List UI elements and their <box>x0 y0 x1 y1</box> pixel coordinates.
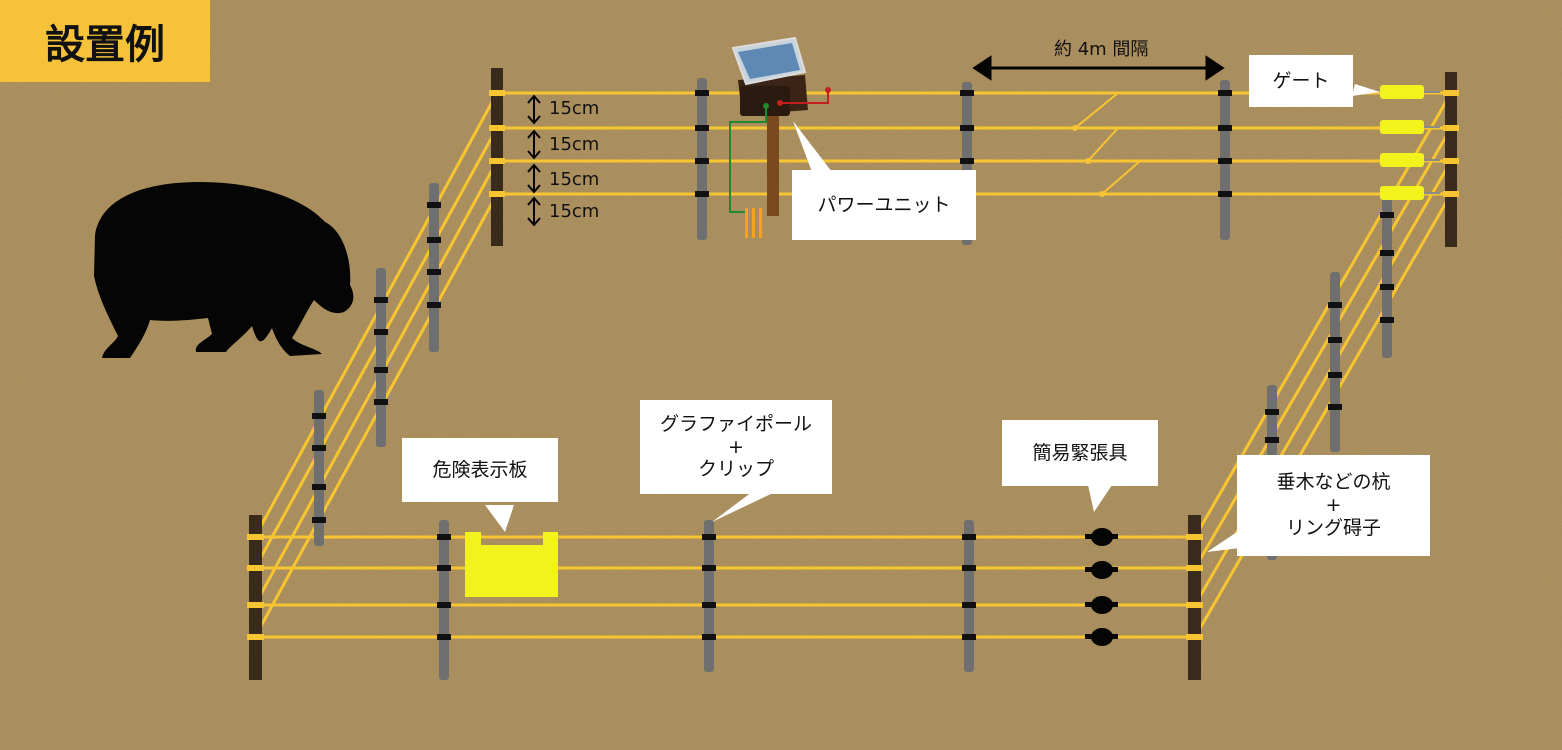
callout-danger-sign-text: 危険表示板 <box>432 458 528 481</box>
pole-clip <box>960 158 974 164</box>
pole-clip <box>427 302 441 308</box>
callout-power-unit: パワーユニット <box>792 170 976 240</box>
pole-clip <box>1328 404 1342 410</box>
page-title: 設置例 <box>0 0 210 82</box>
wire-spacing-label-3: 15cm <box>549 169 600 190</box>
wood-posts <box>247 68 1459 680</box>
pole-clip <box>374 399 388 405</box>
graphite-pole-8 <box>376 268 386 447</box>
callout-graphite-pole: グラファイポール + クリップ <box>640 400 832 494</box>
callout-danger-sign: 危険表示板 <box>402 438 558 502</box>
graphite-pole-4 <box>439 520 449 680</box>
pole-clip <box>695 90 709 96</box>
pole-clip <box>1328 372 1342 378</box>
callout-tensioner-text: 簡易緊張具 <box>1032 441 1128 464</box>
pole-clip <box>702 534 716 540</box>
callout-corner-post: 垂木などの杭 + リング碍子 <box>1237 455 1430 556</box>
wire-spacing-label-1: 15cm <box>549 98 600 119</box>
wire-spacing-label-4: 15cm <box>549 201 600 222</box>
graphite-pole-7 <box>429 183 439 352</box>
pole-clip <box>702 634 716 640</box>
pole-clip <box>374 367 388 373</box>
danger-sign-icon <box>465 532 558 597</box>
pole-clip <box>962 534 976 540</box>
wire-spacing-arrows <box>527 94 541 227</box>
pole-clip <box>962 565 976 571</box>
callout-gate: ゲート <box>1249 55 1353 107</box>
pole-clip <box>1380 250 1394 256</box>
pole-clip <box>427 202 441 208</box>
spacing-arrow-icon <box>972 55 1225 81</box>
pole-clip <box>695 191 709 197</box>
pole-clip <box>437 602 451 608</box>
pole-clip <box>962 602 976 608</box>
pole-clip <box>960 125 974 131</box>
callout-gate-text: ゲート <box>1272 69 1330 92</box>
pole-clip <box>1328 302 1342 308</box>
pole-clip <box>1218 125 1232 131</box>
graphite-pole-6 <box>964 520 974 672</box>
pole-clip <box>1380 317 1394 323</box>
graphite-pole-9 <box>314 390 324 546</box>
pole-clip <box>1380 284 1394 290</box>
callout-corner-post-line3: リング碍子 <box>1285 516 1381 539</box>
callout-tensioner: 簡易緊張具 <box>1002 420 1158 486</box>
pole-clip <box>437 634 451 640</box>
pole-clip <box>437 534 451 540</box>
callout-corner-post-line2: + <box>1325 494 1342 517</box>
gate-handles <box>1380 85 1424 200</box>
pole-clip <box>962 634 976 640</box>
pole-clip <box>312 445 326 451</box>
callout-graphite-pole-line3: クリップ <box>697 458 774 481</box>
graphite-pole-5 <box>704 520 714 672</box>
power-unit-icon <box>729 36 831 238</box>
pole-clip <box>702 565 716 571</box>
pole-clip <box>1265 437 1279 443</box>
callout-graphite-pole-line1: グラファイポール <box>659 412 812 435</box>
callout-power-unit-text: パワーユニット <box>817 193 951 216</box>
wire-spacing-label-2: 15cm <box>549 134 600 155</box>
pole-clip <box>374 329 388 335</box>
pole-clip <box>1328 337 1342 343</box>
graphite-pole-10 <box>1382 188 1392 358</box>
pole-clip <box>1380 212 1394 218</box>
pole-clip <box>312 517 326 523</box>
pole-clip <box>312 413 326 419</box>
pole-clip <box>312 484 326 490</box>
pole-clip <box>960 90 974 96</box>
pole-clip <box>374 297 388 303</box>
pole-clip <box>1265 409 1279 415</box>
pole-clip <box>437 565 451 571</box>
spacing-label: 約 4m 間隔 <box>1054 39 1149 60</box>
pole-clip <box>702 602 716 608</box>
graphite-pole-11 <box>1330 272 1340 452</box>
pole-clip <box>1218 90 1232 96</box>
pole-clip <box>695 125 709 131</box>
pole-clip <box>1218 191 1232 197</box>
callout-corner-post-line1: 垂木などの杭 <box>1276 471 1391 494</box>
callout-pointers <box>485 84 1380 552</box>
pole-clip <box>1218 158 1232 164</box>
pole-clip <box>695 158 709 164</box>
pole-clip <box>427 237 441 243</box>
bear-icon <box>94 182 354 358</box>
callout-graphite-pole-line2: + <box>728 435 744 458</box>
tensioner-icons <box>1085 528 1118 646</box>
pole-clip <box>427 269 441 275</box>
